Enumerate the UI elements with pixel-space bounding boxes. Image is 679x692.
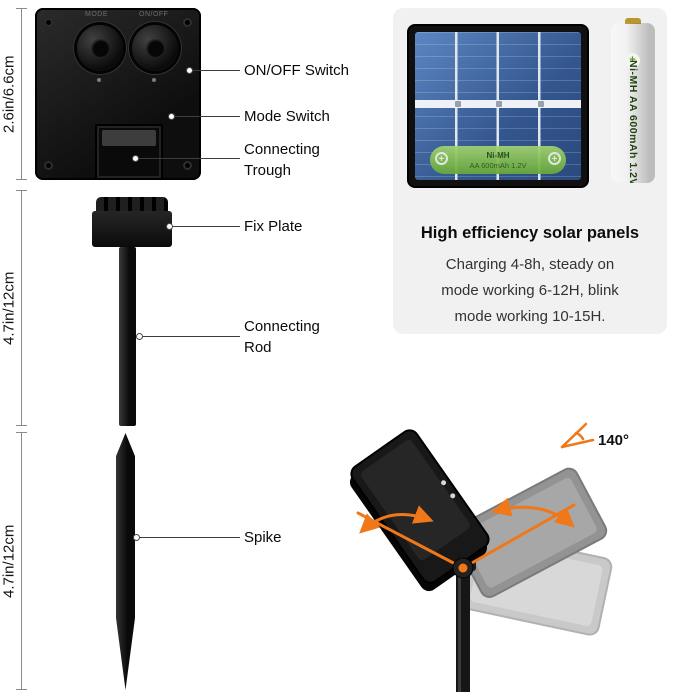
- rotation-angle-label: 140°: [598, 432, 629, 449]
- card-body-line: Charging 4-8h, steady on: [445, 256, 615, 273]
- dimension-line-bottom: [16, 432, 27, 690]
- leader-dot: [132, 154, 139, 162]
- leader-dot: [133, 533, 140, 541]
- screw-icon: [44, 18, 53, 27]
- onoff-engraving: ON/OFF: [139, 11, 169, 18]
- leader-dot: [186, 66, 193, 74]
- battery-vertical: + Ni-MH AA 600mAh 1.2V: [611, 23, 655, 183]
- leader-dot: [166, 222, 173, 230]
- rotation-arrow-left: [359, 505, 434, 534]
- leader-line-onoff: [186, 66, 240, 74]
- dimension-label-bottom: 4.7in/12cm: [0, 524, 18, 598]
- battery-terminal: [625, 18, 641, 24]
- knob-indicator-dot: [152, 78, 156, 82]
- card-title: High efficiency solar panels: [420, 224, 640, 242]
- battery-plus-icon: +: [434, 152, 448, 165]
- dimension-tick: [16, 179, 27, 180]
- busbar-connector: [454, 101, 461, 108]
- connecting-rod: [119, 247, 136, 426]
- dimension-tick: [16, 8, 27, 9]
- mode-engraving: MODE: [85, 11, 108, 18]
- busbar-connector: [496, 101, 503, 108]
- card-body-line: mode working 10-15H.: [454, 308, 606, 325]
- dimension-label-middle: 4.7in/12cm: [0, 271, 18, 345]
- dimension-label-top: 2.6in/6.6cm: [0, 55, 18, 133]
- mode-switch-knob[interactable]: [77, 25, 123, 71]
- panel-led-dot: [450, 493, 456, 499]
- callout-onoff-switch: ON/OFF Switch: [244, 62, 350, 79]
- trough-slot: [102, 130, 156, 146]
- leader-line-mode: [168, 112, 240, 120]
- onoff-switch-knob[interactable]: [132, 25, 178, 71]
- fix-plate-ridges: [96, 197, 168, 213]
- ground-spike: [116, 433, 135, 690]
- leader-line-rod: [136, 332, 240, 340]
- leader-dot: [136, 332, 143, 340]
- battery-plus-icon: +: [548, 152, 562, 165]
- angle-icon: [560, 422, 595, 449]
- battery-horizontal: + + Ni-MH AA 600mAh 1.2V: [429, 146, 567, 174]
- dimension-tick: [16, 689, 27, 690]
- leader-dot: [168, 112, 175, 120]
- solar-cells: + + Ni-MH AA 600mAh 1.2V: [415, 32, 581, 180]
- dimension-tick: [16, 425, 27, 426]
- screw-icon: [183, 18, 192, 27]
- dimension-tick: [16, 432, 27, 433]
- screw-icon: [44, 161, 53, 170]
- callout-fix-plate: Fix Plate: [244, 218, 303, 235]
- card-body-line: mode working 6-12H, blink: [441, 282, 619, 299]
- screw-icon: [183, 161, 192, 170]
- solar-panel-back: MODE ON/OFF: [35, 8, 201, 180]
- solar-panel-busbar: [415, 100, 581, 109]
- callout-connecting-rod: Connecting Rod: [244, 318, 320, 356]
- knob-core: [146, 39, 164, 57]
- battery-plus-icon: +: [625, 53, 640, 68]
- callout-mode-switch: Mode Switch: [244, 108, 330, 125]
- dimension-tick: [16, 190, 27, 191]
- card-body: Charging 4-8h, steady on mode working 6-…: [393, 252, 667, 330]
- fix-plate: [92, 211, 172, 247]
- solar-panel-front: + + Ni-MH AA 600mAh 1.2V: [407, 24, 589, 188]
- leader-line-trough: [132, 154, 240, 162]
- leader-line-fix-plate: [166, 222, 240, 230]
- panel-led-dot: [441, 480, 447, 486]
- busbar-connector: [537, 101, 544, 108]
- pivot-dot: [458, 563, 468, 573]
- knob-indicator-dot: [97, 78, 101, 82]
- connecting-trough: [95, 124, 163, 180]
- dimension-line-top: [16, 8, 27, 180]
- rotation-illustration: 140°: [349, 422, 629, 692]
- battery-capacity-label: AA 600mAh 1.2V: [469, 160, 527, 170]
- battery-label-vertical: Ni-MH AA 600mAh 1.2V: [627, 60, 639, 183]
- leader-line-spike: [133, 533, 240, 541]
- info-card: + + Ni-MH AA 600mAh 1.2V + Ni-MH AA 600m…: [393, 8, 667, 334]
- knob-core: [91, 39, 109, 57]
- callout-connecting-trough: Connecting Trough: [244, 141, 320, 179]
- dimension-line-middle: [16, 190, 27, 426]
- callout-spike: Spike: [244, 529, 282, 546]
- battery-type-label: Ni-MH: [486, 150, 510, 160]
- rotation-arrow-right: [491, 497, 575, 528]
